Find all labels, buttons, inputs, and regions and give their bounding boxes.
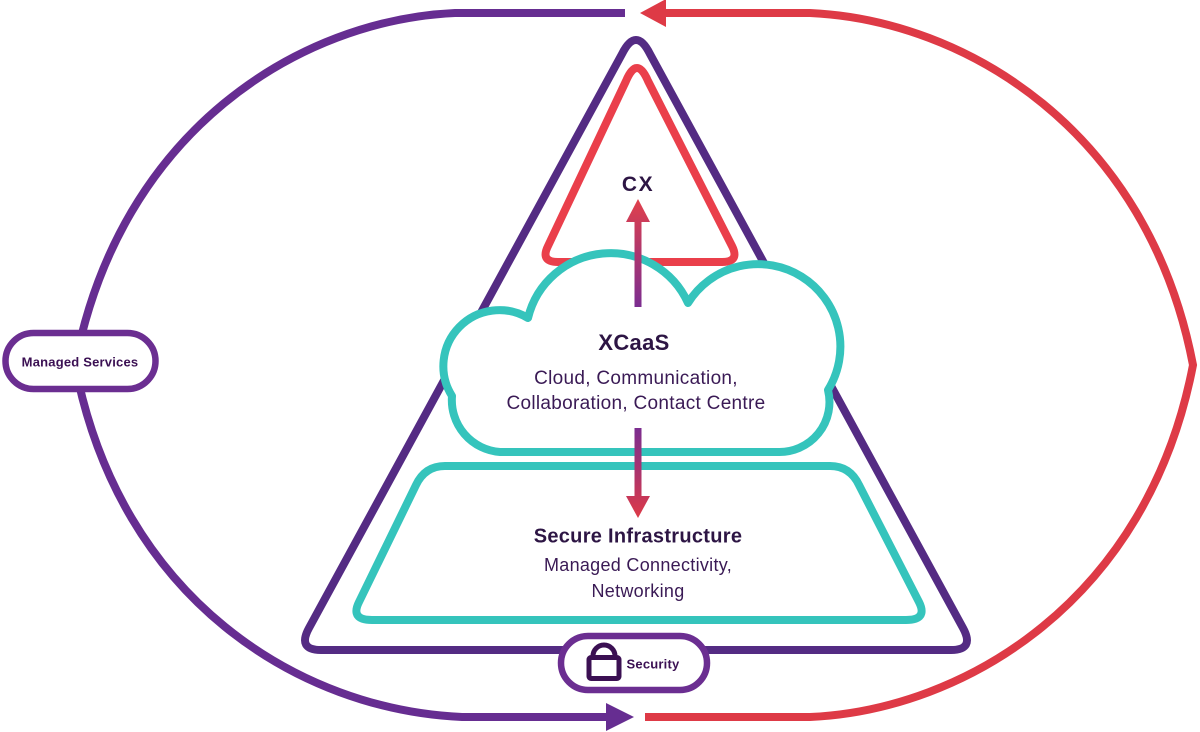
managed-services-badge [2, 329, 159, 393]
arrowhead-right-icon [606, 703, 634, 731]
cx-triangle [541, 64, 739, 266]
secure-infrastructure-subtitle: Managed Connectivity, Networking [543, 555, 733, 601]
xcaas-subtitle: Cloud, Communication, Collaboration, Con… [506, 368, 766, 414]
security-label: Security [626, 656, 680, 672]
secure-infrastructure-title: Secure Infrastructure [533, 525, 743, 548]
pyramid-outline [301, 36, 971, 654]
xcaas-cloud [439, 249, 845, 457]
lock-icon [586, 642, 622, 681]
infrastructure-trapezoid [352, 462, 926, 624]
arrow-up-icon [626, 199, 650, 307]
xcaas-title: XCaaS [598, 330, 670, 355]
arrowhead-left-icon [640, 0, 666, 27]
arrow-down-icon [626, 428, 650, 518]
return-loop-red-arrow [640, 0, 1198, 721]
cx-label: CX [621, 173, 655, 196]
managed-services-label: Managed Services [21, 354, 139, 370]
